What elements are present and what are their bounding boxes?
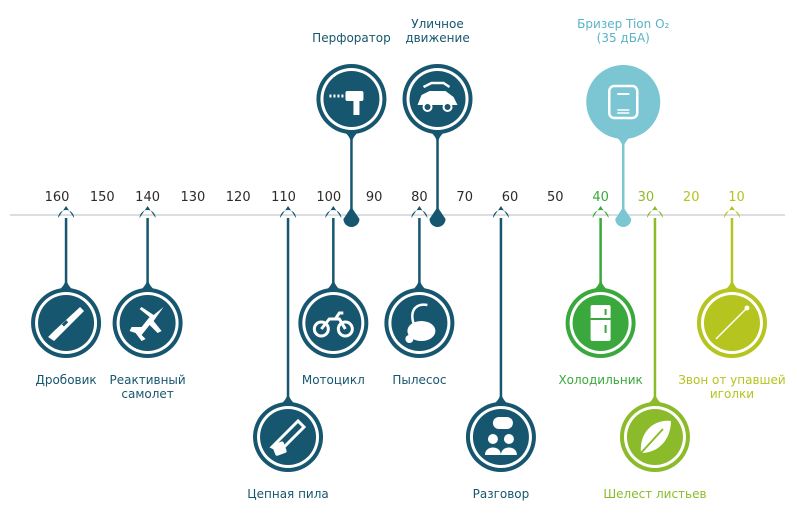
axis-marker (723, 206, 740, 218)
tick-label: 20 (683, 190, 700, 205)
source-drill: Перфоратор (312, 31, 391, 227)
tick-label: 100 (316, 190, 341, 205)
source-label: Уличное (411, 17, 463, 31)
conversation-icon (484, 417, 517, 455)
tick-label: 30 (638, 190, 655, 205)
axis-marker (139, 206, 156, 218)
jet-icon (129, 307, 164, 341)
source-circle-inner (305, 295, 362, 351)
motorcycle-icon (312, 311, 354, 338)
source-shotgun: Дробовик (31, 206, 102, 387)
source-label: иголки (710, 387, 754, 401)
traffic-icon (417, 81, 458, 112)
connector-neck (56, 276, 77, 292)
tick-label: 120 (226, 190, 251, 205)
axis-marker (646, 206, 663, 218)
shotgun-icon (48, 307, 85, 341)
connector-neck (137, 276, 158, 292)
connector-neck (613, 135, 634, 151)
fridge-icon (590, 305, 611, 341)
source-motorcycle: Мотоцикл (298, 206, 369, 387)
connector-neck (644, 390, 665, 406)
source-conversation: Разговор (465, 206, 536, 501)
tick-label: 110 (271, 190, 296, 205)
source-label: Шелест листьев (603, 487, 706, 501)
vacuum-icon (405, 303, 436, 343)
source-label: самолет (121, 387, 173, 401)
source-label: движение (405, 31, 469, 45)
source-label: (35 дБА) (597, 31, 650, 45)
drill-icon (329, 91, 364, 115)
source-label: Мотоцикл (302, 373, 365, 387)
tick-label: 90 (366, 190, 383, 205)
scale-ticks: 160 150 140 130 120 110 100 90 80 70 60 50 40 30 20 10 (45, 190, 745, 205)
axis-marker (592, 206, 609, 218)
tick-label: 60 (502, 190, 519, 205)
tick-label: 10 (728, 190, 745, 205)
source-chainsaw: Цепная пила (247, 206, 329, 501)
tick-label: 80 (411, 190, 428, 205)
source-label: Цепная пила (247, 487, 328, 501)
tick-label: 130 (180, 190, 205, 205)
tick-label: 160 (45, 190, 70, 205)
connector-neck (427, 130, 448, 146)
source-label: Пылесос (392, 373, 446, 387)
tick-label: 140 (135, 190, 160, 205)
source-label: Разговор (473, 487, 530, 501)
source-breezer: Бризер Tion O₂(35 дБА) (577, 17, 670, 227)
axis-marker (615, 207, 632, 227)
connector-neck (590, 276, 611, 292)
source-circle-inner (260, 409, 317, 465)
connector-neck (341, 130, 362, 146)
connector-neck (323, 276, 344, 292)
axis-marker (325, 206, 342, 218)
breezer-icon (608, 84, 639, 120)
axis-marker (492, 206, 509, 218)
axis-marker (343, 207, 360, 227)
connector-neck (490, 390, 511, 406)
axis-marker (411, 206, 428, 218)
source-label: Бризер Tion O₂ (577, 17, 669, 31)
tick-label: 40 (592, 190, 609, 205)
chainsaw-icon (269, 418, 307, 456)
needle-icon (715, 305, 750, 340)
source-label: Перфоратор (312, 31, 391, 45)
source-label: Дробовик (35, 373, 96, 387)
source-label: Реактивный (109, 373, 185, 387)
source-label: Холодильник (558, 373, 642, 387)
tick-label: 50 (547, 190, 564, 205)
source-circle (586, 65, 661, 139)
axis-marker (429, 207, 446, 227)
connector-neck (409, 276, 430, 292)
tick-label: 150 (90, 190, 115, 205)
source-leaves: Шелест листьев (603, 206, 707, 501)
tick-label: 70 (456, 190, 473, 205)
leaf-icon (640, 420, 671, 454)
axis-marker (280, 206, 297, 218)
connector-neck (278, 390, 299, 406)
source-label: Звон от упавшей (678, 373, 785, 387)
source-fridge: Холодильник (558, 206, 643, 387)
connector-neck (721, 276, 742, 292)
source-vacuum: Пылесос (384, 206, 455, 387)
axis-marker (58, 206, 75, 218)
